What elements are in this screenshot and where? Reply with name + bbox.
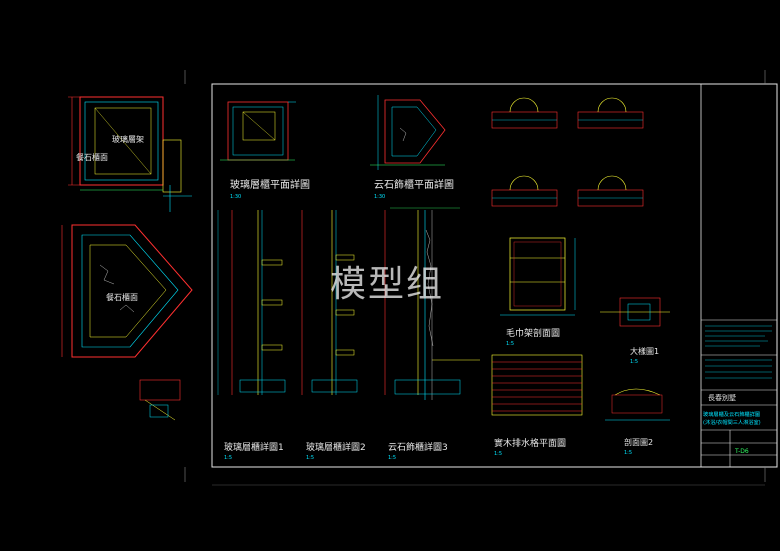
section-2-drawing	[605, 388, 670, 421]
left-small-detail	[139, 379, 181, 421]
glass-detail-2-drawing	[301, 210, 358, 395]
title-block-drawing-title-2: (沐浴/衣帽間三人淋浴室)	[703, 418, 761, 426]
left-note-stone-top-2: 餐石櫃面	[106, 292, 138, 302]
glass-detail-1-drawing	[217, 210, 286, 395]
view-scale-stone-detail-3: 1:5	[388, 455, 396, 461]
view-title-stone-plan: 云石飾櫃平面詳圖	[374, 178, 454, 191]
title-block-drawing-title-1: 玻璃層櫃及云石飾櫃詳圖	[703, 410, 760, 418]
left-stone-cabinet-plan	[61, 224, 193, 358]
view-scale-wood-grille: 1:5	[494, 451, 502, 457]
view-scale-towel-rack: 1:5	[506, 341, 514, 347]
small-sections-grid	[491, 97, 644, 207]
view-scale-section-2: 1:5	[624, 450, 632, 456]
title-block-lines	[705, 325, 772, 379]
view-title-wood-grille: 實木排水格平面圖	[494, 437, 566, 449]
wood-grille-drawing	[491, 354, 583, 416]
view-title-stone-detail-3: 云石飾櫃詳圖3	[388, 441, 448, 453]
title-block-sheet-no: T-D6	[734, 448, 749, 455]
watermark: 模型组	[330, 264, 445, 305]
view-scale-detail-1: 1:5	[630, 359, 638, 365]
detail-1-drawing	[600, 297, 670, 327]
view-scale-stone-plan: 1:30	[374, 194, 385, 200]
view-title-glass-detail-1: 玻璃層櫃詳圖1	[224, 441, 284, 453]
view-scale-glass-detail-1: 1:5	[224, 455, 232, 461]
stone-plan-detail-drawing	[370, 95, 446, 170]
towel-rack-drawing	[500, 237, 576, 316]
view-title-glass-detail-2: 玻璃層櫃詳圖2	[306, 441, 366, 453]
view-scale-glass-plan: 1:30	[230, 194, 241, 200]
left-note-stone-top-1: 餐石櫃面	[76, 152, 108, 162]
view-title-section-2: 剖面圖2	[624, 437, 653, 447]
title-block-project: 長春別墅	[708, 393, 736, 402]
view-title-glass-plan: 玻璃層櫃平面詳圖	[230, 178, 310, 191]
view-title-detail-1: 大樣圖1	[630, 346, 659, 356]
left-note-glass-shelf: 玻璃層架	[112, 134, 144, 144]
left-glass-shelf-plan	[68, 96, 192, 212]
sheet-frame	[184, 70, 778, 486]
view-scale-glass-detail-2: 1:5	[306, 455, 314, 461]
stone-detail-3-drawing	[384, 207, 480, 400]
glass-plan-detail-drawing	[220, 101, 296, 161]
view-title-towel-rack: 毛巾架剖面圖	[506, 327, 560, 339]
